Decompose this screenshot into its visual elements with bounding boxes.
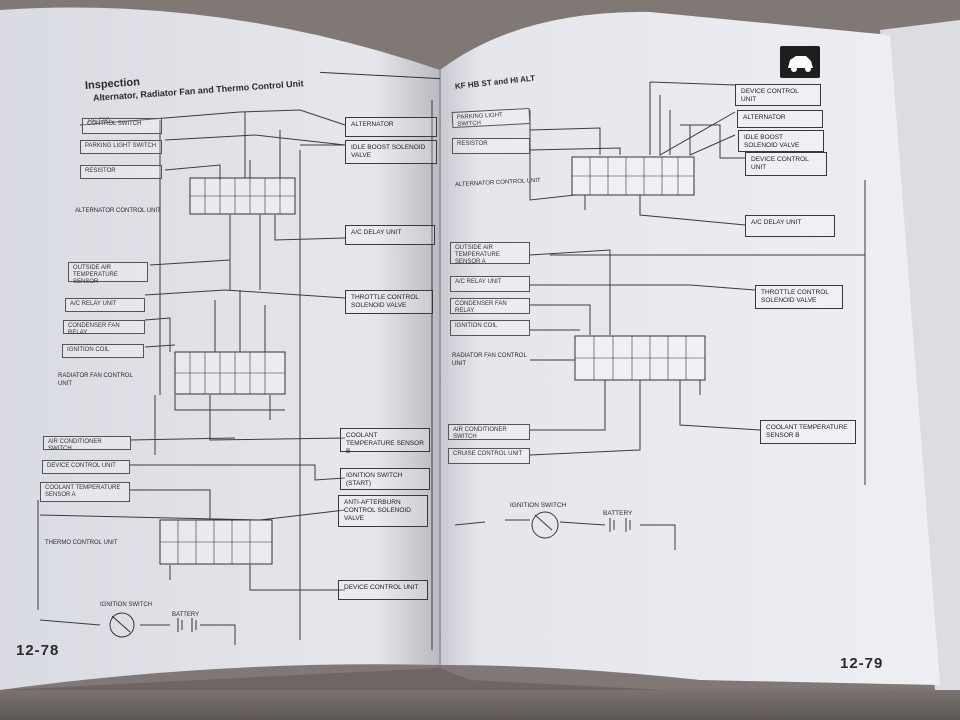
right-label-ignition-switch: IGNITION SWITCH xyxy=(510,502,567,509)
left-box-outside-air: OUTSIDE AIR TEMPERATURE SENSOR xyxy=(68,262,148,285)
right-label-radiator-fan-cu: RADIATOR FAN CONTROL UNIT xyxy=(452,353,527,367)
right-comp-throttle: THROTTLE CONTROL SOLENOID VALVE xyxy=(755,285,843,309)
left-box-control-switch: CONTROL SWITCH xyxy=(82,118,162,134)
left-box-parking-light: PARKING LIGHT SWITCH xyxy=(80,140,162,154)
left-box-device-cu: DEVICE CONTROL UNIT xyxy=(42,460,130,474)
left-comp-device-cu: DEVICE CONTROL UNIT xyxy=(338,580,428,600)
left-comp-coolant-b: COOLANT TEMPERATURE SENSOR B xyxy=(340,428,430,455)
left-box-coolant-a: COOLANT TEMPERATURE SENSOR A xyxy=(40,482,130,502)
right-comp-coolant-b: COOLANT TEMPERATURE SENSOR B xyxy=(760,420,856,444)
table-surface xyxy=(0,690,960,720)
right-box-ac-switch: AIR CONDITIONER SWITCH xyxy=(448,424,530,440)
right-comp-idle-boost: IDLE BOOST SOLENOID VALVE xyxy=(738,130,824,152)
left-box-resistor: RESISTOR xyxy=(80,165,162,179)
left-label-radiator-fan-cu: RADIATOR FAN CONTROL UNIT xyxy=(58,373,133,387)
right-label-battery: BATTERY xyxy=(603,510,633,517)
right-box-ignition-coil: IGNITION COIL xyxy=(450,320,530,336)
left-comp-ac-delay: A/C DELAY UNIT xyxy=(345,225,435,245)
left-comp-alternator: ALTERNATOR xyxy=(345,117,437,137)
left-comp-anti-afterburn: ANTI-AFTERBURN CONTROL SOLENOID VALVE xyxy=(338,495,428,527)
car-section-icon xyxy=(780,46,820,78)
left-box-condenser-fan: CONDENSER FAN RELAY xyxy=(63,320,145,336)
page-number-right: 12-79 xyxy=(840,655,884,672)
left-label-battery: BATTERY xyxy=(172,612,200,618)
left-box-ignition-coil: IGNITION COIL xyxy=(62,344,144,358)
page-number-left: 12-78 xyxy=(16,642,60,659)
left-box-ac-switch: AIR CONDITIONER SWITCH xyxy=(43,436,131,452)
left-label-thermo-cu: THERMO CONTROL UNIT xyxy=(45,540,118,546)
right-comp-alternator: ALTERNATOR xyxy=(737,110,823,128)
left-label-ignition-switch: IGNITION SWITCH xyxy=(100,602,152,608)
right-comp-ac-delay: A/C DELAY UNIT xyxy=(745,215,835,237)
left-comp-ignition-start: IGNITION SWITCH (START) xyxy=(340,468,430,490)
left-comp-idle-boost: IDLE BOOST SOLENOID VALVE xyxy=(345,140,437,164)
right-box-cruise-cu: CRUISE CONTROL UNIT xyxy=(448,448,530,464)
right-box-resistor: RESISTOR xyxy=(452,138,530,154)
right-comp-device-cu-2: DEVICE CONTROL UNIT xyxy=(745,152,827,176)
left-box-ac-relay: A/C RELAY UNIT xyxy=(65,298,145,312)
right-box-outside-air: OUTSIDE AIR TEMPERATURE SENSOR A xyxy=(450,242,530,265)
right-comp-device-cu-1: DEVICE CONTROL UNIT xyxy=(735,84,821,106)
right-page xyxy=(440,11,940,685)
right-box-condenser-fan: CONDENSER FAN RELAY xyxy=(450,298,530,314)
left-comp-throttle: THROTTLE CONTROL SOLENOID VALVE xyxy=(345,290,433,314)
right-box-ac-relay: A/C RELAY UNIT xyxy=(450,276,530,292)
left-label-alternator-cu: ALTERNATOR CONTROL UNIT xyxy=(75,208,161,214)
